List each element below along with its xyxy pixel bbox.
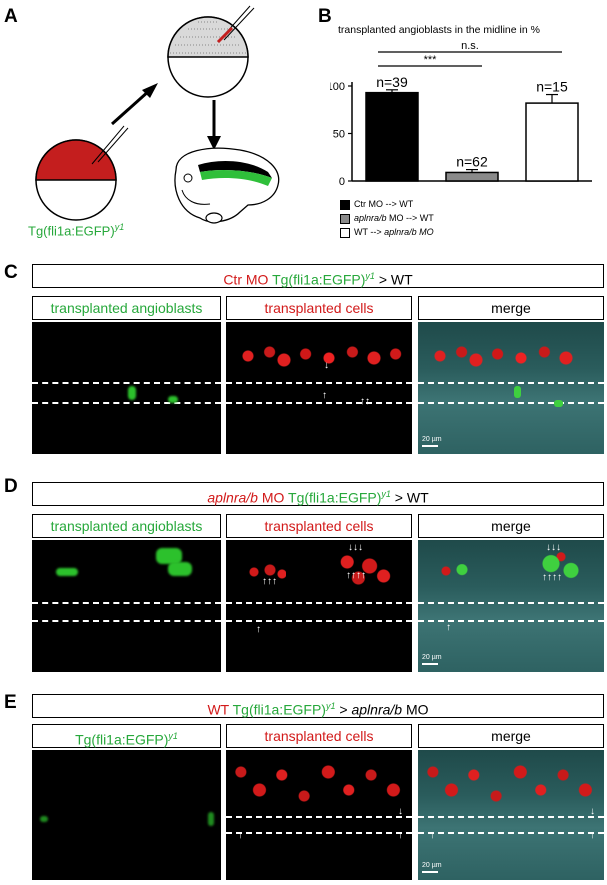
panel-c-header: Ctr MO Tg(fli1a:EGFP)y1 > WT [32,264,604,288]
midline-top-line [418,816,604,818]
panel-c-red-image: ↓ ↑ ↑↑ [226,322,412,454]
legend-entry-1: Ctr MO --> WT [340,198,413,210]
bar-chart: 0 50 100 n=39 n=62 n=15 *** n.s. [330,40,592,188]
legend-swatch [340,227,350,238]
donor-line-label: Tg(fli1a:EGFP)y1 [28,222,125,239]
panel-c-merge-image: 20 µm [418,322,604,454]
legend-swatch [340,199,350,210]
panel-label-c: C [4,262,18,283]
midline-bottom-line [226,620,412,622]
panel-c-sub-merge: merge [418,296,604,320]
midline-top-line [418,382,604,384]
midline-bottom-line [226,832,412,834]
panel-d-sub-cells: transplanted cells [226,514,412,538]
panel-d-sub-angioblasts: transplanted angioblasts [32,514,221,538]
panel-e-green-image [32,750,221,880]
panel-d-green-image [32,540,221,672]
scale-bar: 20 µm [422,654,442,665]
midline-bottom-line [418,620,604,622]
legend-swatch [340,213,350,224]
panel-d-header: aplnra/b MO Tg(fli1a:EGFP)y1 > WT [32,482,604,506]
panel-d-red-image: ↑↑↑ ↓↓↓ ↑↑↑↑ ↑ [226,540,412,672]
significance-label: *** [424,54,438,66]
panel-label-b: B [318,6,332,27]
panel-e-sub-merge: merge [418,724,604,748]
midline-top-line [226,816,412,818]
panel-label-d: D [4,476,18,497]
bar [445,171,499,182]
midline-bottom-line [226,402,412,404]
y-tick-label: 50 [333,129,345,141]
midline-bottom-line [418,832,604,834]
significance-label: n.s. [461,40,479,52]
bar [365,91,419,182]
midline-bottom-line [418,402,604,404]
n-label: n=39 [376,74,408,90]
legend-entry-2: aplnra/b MO --> WT [340,212,434,224]
panel-e-sub-line: Tg(fli1a:EGFP)y1 [32,724,221,748]
n-label: n=15 [536,79,568,95]
legend-entry-3: WT --> aplnra/b MO [340,226,434,238]
midline-top-line [418,602,604,604]
panel-c-sub-angioblasts: transplanted angioblasts [32,296,221,320]
panel-label-a: A [4,6,18,27]
scale-bar: 20 µm [422,436,442,447]
midline-bottom-line [32,402,221,404]
midline-top-line [32,602,221,604]
bar [525,102,579,182]
panel-e-sub-cells: transplanted cells [226,724,412,748]
transplantation-schematic [35,5,280,224]
panel-e-merge-image: ↑ ↓ ↑ 20 µm [418,750,604,880]
panel-e-red-image: ↑ ↓ ↑ [226,750,412,880]
y-tick-label: 0 [339,176,345,188]
n-label: n=62 [456,154,488,170]
panel-label-e: E [4,692,17,713]
scale-bar: 20 µm [422,862,442,873]
midline-bottom-line [32,620,221,622]
panel-c-sub-cells: transplanted cells [226,296,412,320]
chart-title: transplanted angioblasts in the midline … [338,24,540,36]
panel-d-merge-image: ↓↓↓ ↑↑↑↑ ↑ 20 µm [418,540,604,672]
midline-top-line [226,382,412,384]
midline-top-line [226,602,412,604]
panel-e-header: WT Tg(fli1a:EGFP)y1 > aplnra/b MO [32,694,604,718]
midline-top-line [32,382,221,384]
panel-c-green-image [32,322,221,454]
y-tick-label: 100 [330,81,345,93]
panel-d-sub-merge: merge [418,514,604,538]
